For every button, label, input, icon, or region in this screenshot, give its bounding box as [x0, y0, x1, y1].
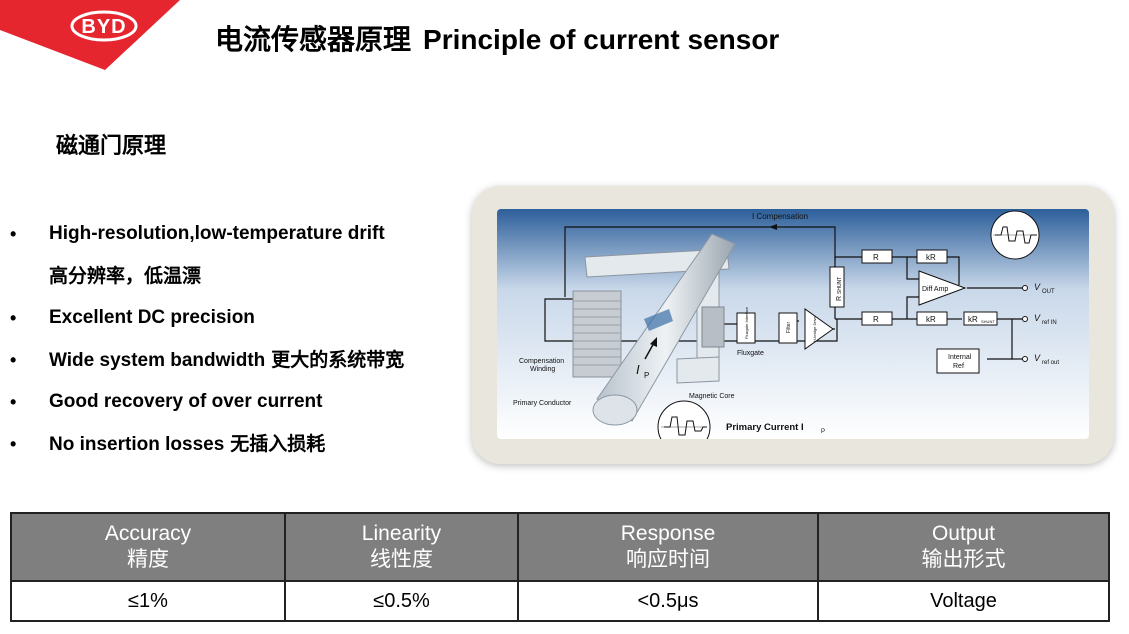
resistor-kr-top-label: kR — [926, 253, 936, 262]
section-subtitle: 磁通门原理 — [56, 134, 167, 159]
resistor-r-bottom-label: R — [873, 315, 879, 324]
cell-accuracy: ≤1% — [10, 580, 286, 622]
header-en: Accuracy — [104, 522, 192, 545]
resistor-kr-bottom-label: kR — [926, 315, 936, 324]
ip-label-sub: P — [644, 371, 649, 380]
header-linearity: Linearity 线性度 — [284, 512, 519, 582]
bullet-dot: • — [10, 350, 17, 370]
page-title-en: Principle of current sensor — [423, 24, 780, 55]
cell-linearity: ≤0.5% — [284, 580, 519, 622]
filter-block — [778, 312, 798, 344]
internal-ref-label-2: Ref — [953, 363, 964, 370]
logo-red-banner — [0, 0, 180, 70]
feature-text: No insertion losses — [49, 434, 225, 455]
h-bridge-driver — [804, 308, 834, 350]
resistor-kr-shunt — [963, 311, 998, 326]
vout-label: V — [1034, 282, 1041, 292]
resistor-kr-shunt-sub: SHUNT — [981, 319, 995, 324]
feature-text: Excellent DC precision — [49, 307, 255, 328]
header-en: Response — [620, 522, 716, 545]
diff-amp — [918, 270, 967, 306]
table-row: ≤1% ≤0.5% <0.5μs Voltage — [10, 580, 1110, 622]
internal-ref-block — [936, 348, 980, 374]
table-header-row: Accuracy 精度 Linearity 线性度 Response 响应时间 Out… — [10, 512, 1110, 582]
ip-arrowhead-icon — [650, 337, 657, 347]
ip-label: I — [636, 362, 640, 377]
feature-text-zh: 无插入损耗 — [230, 433, 326, 455]
header-zh: 输出形式 — [921, 548, 1006, 571]
header-zh: 线性度 — [370, 548, 433, 571]
winding-turns — [573, 300, 621, 366]
i-compensation-label: I Compensation — [752, 212, 808, 221]
spec-table: Accuracy 精度 Linearity 线性度 Response 响应时间 Out… — [10, 512, 1110, 622]
header-response: Response 响应时间 — [517, 512, 819, 582]
feature-list: • High-resolution,low-temperature drift … — [10, 220, 470, 472]
feature-text: Wide system bandwidth — [49, 350, 266, 371]
arrow-icon — [769, 224, 777, 230]
vref-out-sub: ref out — [1042, 360, 1059, 366]
header-output: Output 输出形式 — [817, 512, 1110, 582]
feature-item: • Excellent DC precision — [10, 304, 470, 346]
core-band — [644, 309, 673, 331]
bullet-dot: • — [10, 224, 17, 244]
resistor-r-bottom — [861, 311, 893, 326]
diff-amp-label: Diff Amp — [922, 286, 948, 293]
logo-text: BYD — [81, 16, 126, 38]
magnetic-core-label: Magnetic Core — [689, 393, 735, 400]
feature-item: • High-resolution,low-temperature drift — [10, 220, 470, 262]
output-waveform-icon — [990, 210, 1040, 260]
resistor-r-top-label: R — [873, 253, 879, 262]
page-title: 电流传感器原理 Principle of current sensor — [215, 18, 779, 58]
primary-conductor-label: Primary Conductor — [513, 400, 572, 407]
vout-sub: OUT — [1042, 289, 1055, 295]
page-title-zh: 电流传感器原理 — [215, 23, 412, 56]
feature-text-zh: 更大的系统带宽 — [271, 349, 405, 371]
feature-text-zh: 高分辨率，低温漂 — [49, 265, 202, 287]
fluxgate-block — [701, 306, 725, 348]
fluxgate-label: Fluxgate — [737, 350, 764, 357]
cell-output: Voltage — [817, 580, 1110, 622]
resistor-kr-bottom — [916, 311, 948, 326]
r-shunt-resistor — [829, 266, 845, 308]
feature-item: 高分辨率，低温漂 — [10, 262, 470, 304]
feature-text: High-resolution,low-temperature drift — [49, 223, 385, 244]
header-zh: 响应时间 — [626, 548, 710, 571]
compensation-winding — [572, 290, 622, 378]
h-bridge-label: H-bridge Drive — [812, 315, 817, 342]
output-terminals — [1022, 285, 1028, 362]
primary-current-waveform-icon — [657, 400, 711, 439]
header-accuracy: Accuracy 精度 — [10, 512, 286, 582]
fluxgate-interface-label: Fluxgate Interface — [744, 306, 749, 339]
vref-in-label: V — [1034, 313, 1041, 323]
primary-current-label: Primary Current I — [726, 422, 804, 433]
header-en: Linearity — [361, 522, 442, 545]
bullet-dot: • — [10, 392, 17, 412]
vref-in-sub: ref IN — [1042, 320, 1057, 326]
compensation-label-2: Winding — [530, 366, 555, 373]
fluxgate-diagram: I Compensation I P Compensation Winding … — [497, 209, 1089, 439]
bullet-dot: • — [10, 308, 17, 328]
r-shunt-label: R — [836, 296, 843, 301]
bullet-dot: • — [10, 434, 17, 454]
logo-ellipse — [70, 10, 138, 42]
r-shunt-sub: SHUNT — [837, 277, 843, 294]
compensation-label-1: Compensation — [519, 358, 564, 365]
feature-text: Good recovery of over current — [49, 391, 323, 412]
header-en: Output — [931, 522, 996, 545]
filter-label: Filter — [786, 322, 792, 333]
internal-ref-label-1: Internal — [948, 354, 972, 361]
conductor-end — [592, 394, 638, 426]
resistor-r-top — [861, 249, 893, 264]
vref-out-label: V — [1034, 353, 1041, 363]
feature-item: • Good recovery of over current — [10, 388, 470, 430]
fluxgate-interface-block — [736, 312, 756, 344]
resistor-kr-shunt-label: kR — [968, 315, 978, 324]
cell-response: <0.5μs — [517, 580, 819, 622]
resistor-kr-top — [916, 249, 948, 264]
brand-logo: BYD — [0, 0, 180, 72]
header-zh: 精度 — [127, 548, 169, 571]
primary-current-sub: P — [821, 429, 825, 435]
